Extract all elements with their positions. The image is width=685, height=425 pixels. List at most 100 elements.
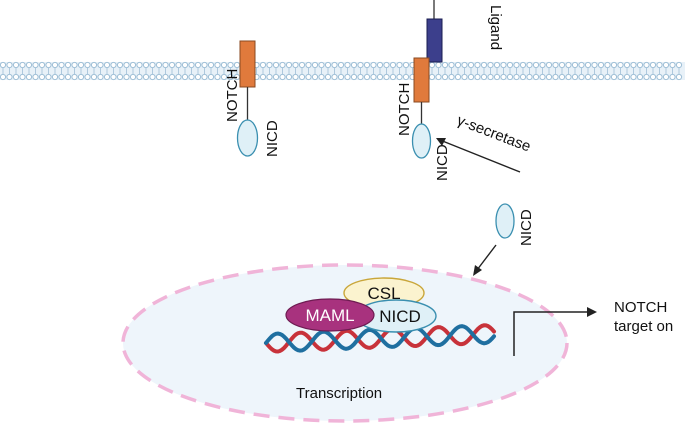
- ligand-label: Ligand: [487, 5, 504, 50]
- lipid-head: [649, 61, 657, 69]
- lipid-head: [149, 73, 156, 81]
- notch-receptor-right: Ligand NOTCH NICD: [396, 0, 504, 181]
- notch-left-bar: [239, 40, 256, 88]
- gamma-secretase-arrow-head: [436, 138, 446, 146]
- lipid-head: [90, 61, 98, 69]
- lipid-head: [136, 61, 143, 69]
- lipid-head: [376, 73, 384, 81]
- lipid-head: [45, 73, 52, 81]
- lipid-head: [630, 61, 637, 69]
- nucleus-envelope: [121, 263, 569, 423]
- lipid-head: [402, 73, 410, 81]
- notch-receptor-left: NOTCH NICD: [224, 40, 281, 157]
- lipid-head: [272, 73, 280, 81]
- lipid-head: [571, 61, 579, 69]
- lipid-head: [604, 73, 611, 81]
- notch-right-bar: [413, 57, 430, 103]
- lipid-head: [487, 73, 494, 81]
- target-label-line1: NOTCH: [614, 299, 667, 316]
- gamma-secretase-label: γ-secretase: [455, 112, 533, 156]
- lipid-head: [233, 61, 241, 69]
- lipid-head: [643, 61, 650, 69]
- lipid-head: [155, 73, 163, 81]
- lipid-head: [526, 73, 533, 81]
- lipid-head: [207, 61, 215, 69]
- lipid-head: [662, 73, 670, 81]
- lipid-head: [441, 73, 449, 81]
- lipid-head: [12, 73, 20, 81]
- lipid-head: [201, 73, 208, 81]
- lipid-head: [500, 73, 507, 81]
- lipid-head: [448, 73, 455, 81]
- notch-left-label: NOTCH: [224, 69, 241, 122]
- lipid-head: [155, 61, 163, 69]
- lipid-head: [324, 73, 332, 81]
- lipid-head: [389, 73, 397, 81]
- lipid-head: [656, 61, 663, 69]
- lipid-head: [636, 61, 644, 69]
- lipid-head: [545, 61, 553, 69]
- lipid-head: [565, 73, 572, 81]
- dna-helix: [264, 323, 496, 354]
- lipid-head: [357, 73, 364, 81]
- lipid-head: [77, 61, 85, 69]
- nicd-left-label: NICD: [264, 120, 281, 157]
- lipid-head: [383, 73, 390, 81]
- lipid-head: [649, 73, 657, 81]
- lipid-head: [584, 61, 592, 69]
- lipid-head: [51, 61, 59, 69]
- lipid-head: [467, 73, 475, 81]
- lipid-head: [38, 61, 46, 69]
- lipid-head: [292, 73, 299, 81]
- lipid-head: [103, 61, 111, 69]
- lipid-head: [129, 61, 137, 69]
- lipid-head: [181, 61, 189, 69]
- lipid-head: [630, 73, 637, 81]
- lipid-head: [402, 61, 410, 69]
- lipid-head: [77, 73, 85, 81]
- lipid-head: [97, 61, 104, 69]
- lipid-head: [532, 73, 540, 81]
- lipid-head: [656, 73, 663, 81]
- lipid-head: [441, 61, 449, 69]
- lipid-head: [220, 61, 228, 69]
- lipid-head: [461, 61, 468, 69]
- lipid-head: [110, 73, 117, 81]
- lipid-head: [519, 73, 527, 81]
- lipid-head: [116, 61, 124, 69]
- nuclear-import-arrow-head: [473, 265, 482, 276]
- lipid-head: [363, 73, 371, 81]
- lipid-head: [565, 61, 572, 69]
- lipid-head: [168, 61, 176, 69]
- lipid-head: [259, 61, 267, 69]
- maml-label: MAML: [305, 306, 354, 325]
- lipid-head: [513, 61, 520, 69]
- lipid-head: [454, 73, 462, 81]
- lipid-head: [0, 73, 7, 81]
- lipid-head: [428, 73, 436, 81]
- lipid-head: [552, 73, 559, 81]
- lipid-head: [220, 73, 228, 81]
- nicd-right-label: NICD: [434, 144, 451, 181]
- dna-strand-blue: [264, 324, 496, 353]
- lipid-head: [597, 61, 605, 69]
- lipid-head: [19, 61, 26, 69]
- lipid-head: [142, 73, 150, 81]
- lipid-head: [506, 61, 514, 69]
- lipid-head: [0, 61, 7, 69]
- lipid-head: [539, 61, 546, 69]
- lipid-head: [539, 73, 546, 81]
- lipid-head: [643, 73, 650, 81]
- lipid-head: [51, 73, 59, 81]
- lipid-head: [318, 61, 325, 69]
- lipid-head: [324, 61, 332, 69]
- lipid-head: [591, 73, 598, 81]
- transcription-label: Transcription: [296, 385, 382, 402]
- lipid-head: [487, 61, 494, 69]
- lipid-head: [97, 73, 104, 81]
- lipid-head: [129, 73, 137, 81]
- lipid-head: [363, 61, 371, 69]
- lipid-head: [480, 61, 488, 69]
- lipid-head: [604, 61, 611, 69]
- target-arrow-line: [513, 311, 588, 356]
